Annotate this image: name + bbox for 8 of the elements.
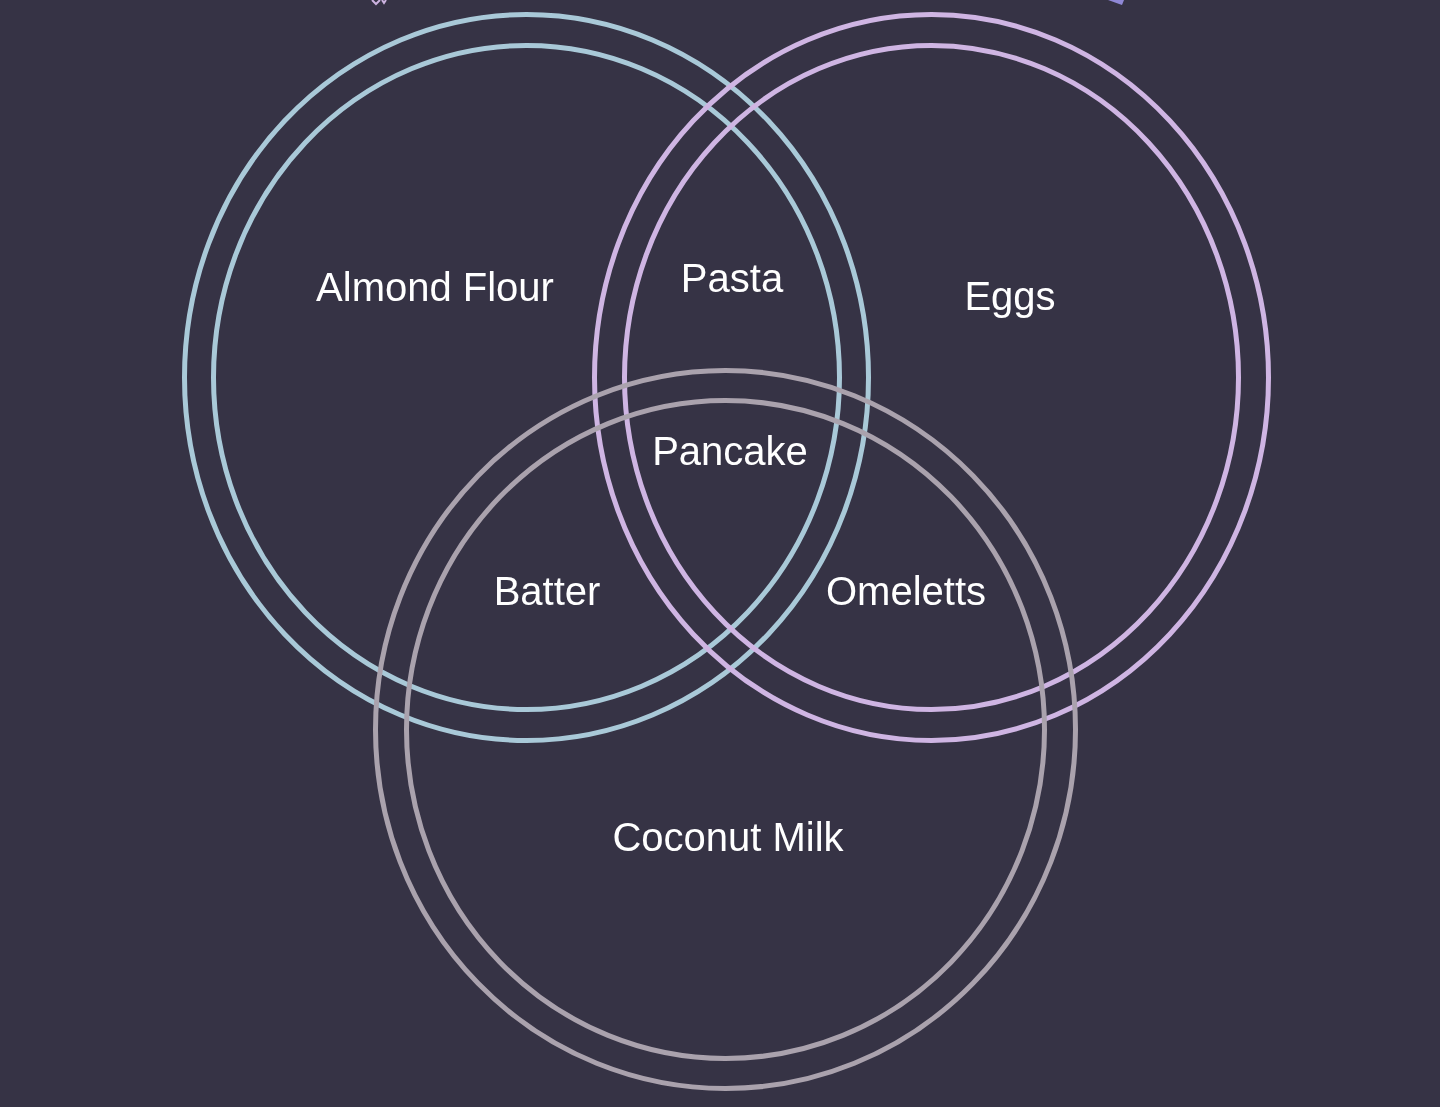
circle-label: Coconut Milk <box>612 814 844 860</box>
overlap-label: Pancake <box>652 428 808 474</box>
venn-circle <box>372 367 1078 1091</box>
overlap-label: Pasta <box>680 255 784 301</box>
circle-label: Eggs <box>964 273 1056 319</box>
overlap-label: Omeletts <box>826 568 986 614</box>
circle-label: Almond Flour <box>316 264 554 310</box>
overlap-label: Batter <box>493 568 601 614</box>
